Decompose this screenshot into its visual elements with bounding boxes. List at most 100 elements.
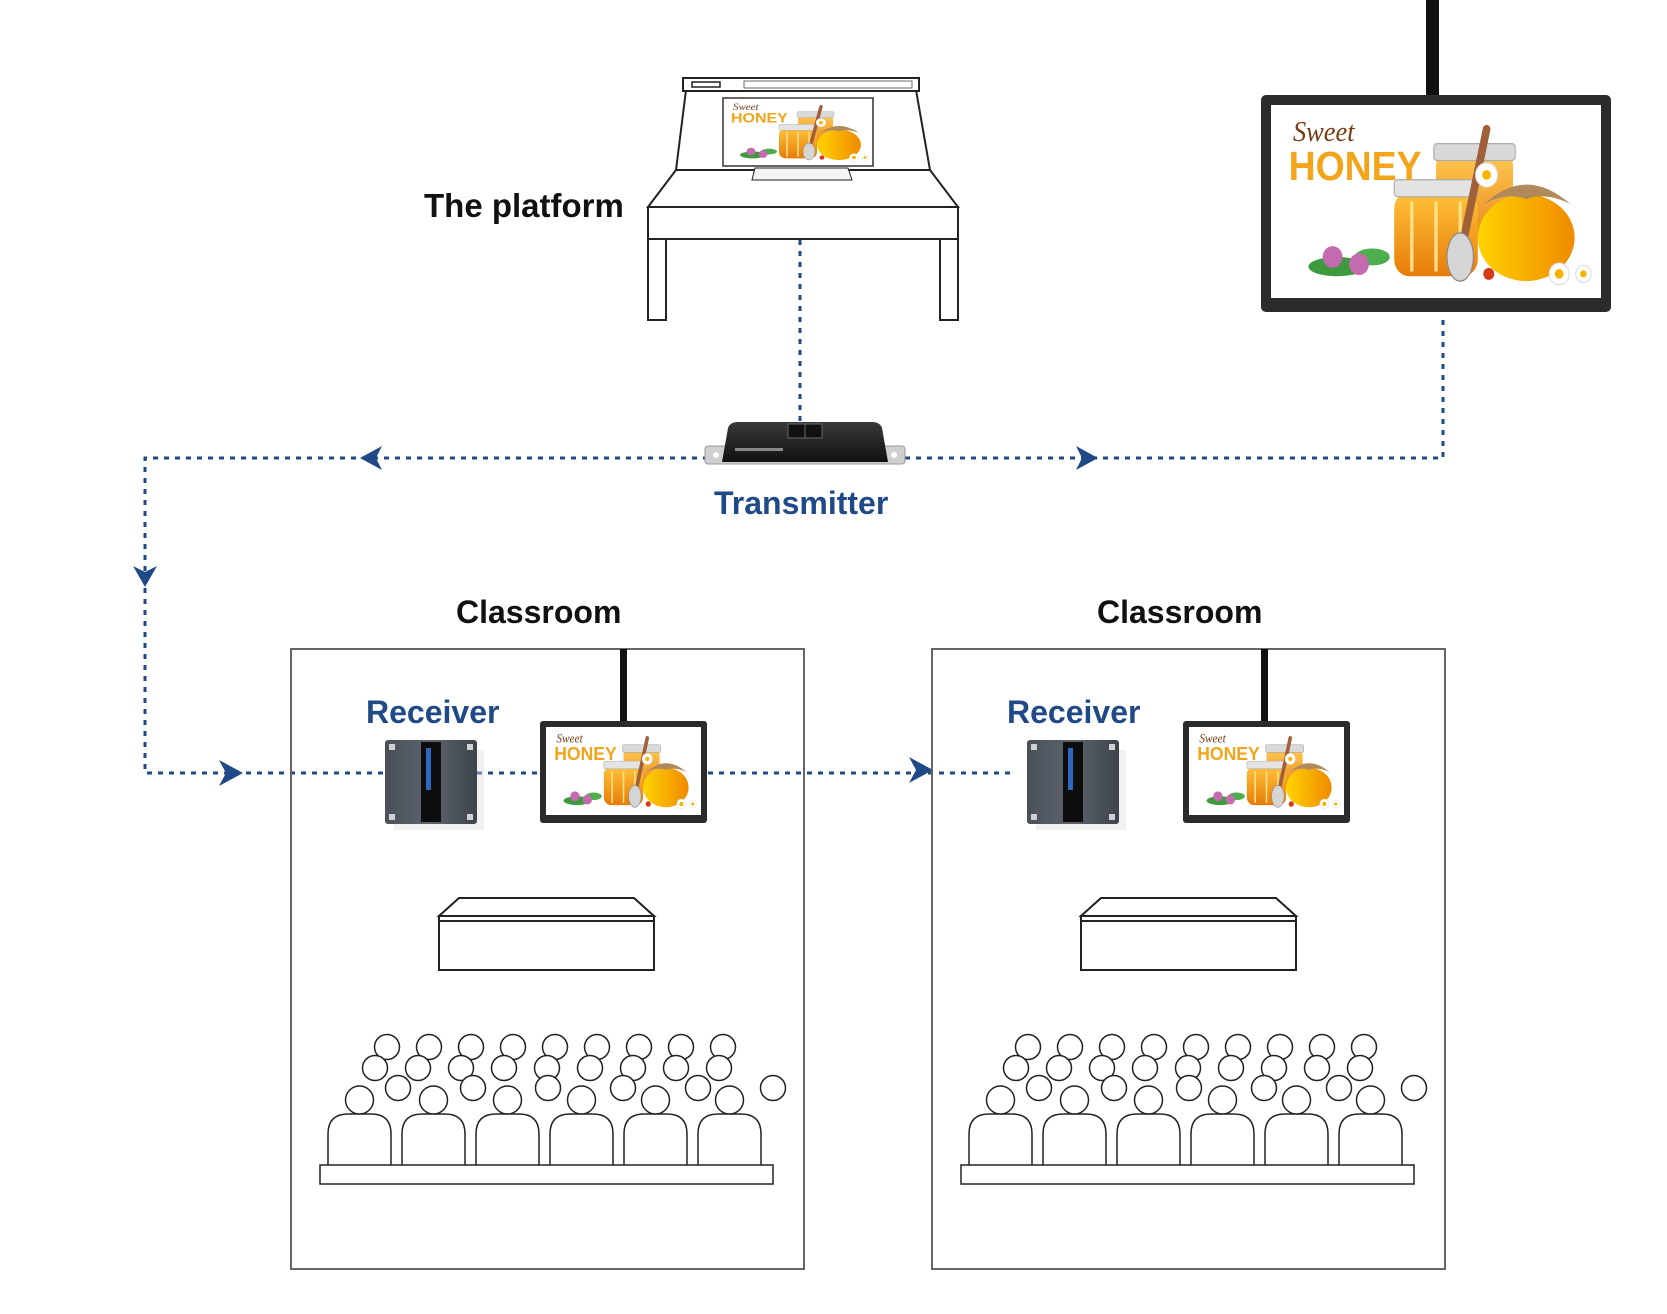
student-head <box>492 1085 523 1115</box>
receiver-device <box>385 740 484 830</box>
student-body <box>549 1113 614 1166</box>
student-head <box>418 1085 449 1115</box>
classroom-wall <box>290 648 805 1270</box>
student-head <box>1088 1054 1116 1082</box>
student-head <box>1400 1074 1428 1102</box>
student-head <box>662 1054 690 1082</box>
classroom-left: Receiver Sweet HONEY <box>290 648 805 1270</box>
ad-sweet-text: Sweet <box>556 732 583 745</box>
student-head <box>1025 1074 1053 1102</box>
student-head <box>404 1054 432 1082</box>
transmitter-label: Transmitter <box>714 485 888 521</box>
student-head <box>1250 1074 1278 1102</box>
student-bench <box>960 1164 1415 1185</box>
student-body <box>1190 1113 1255 1166</box>
student-head <box>415 1033 443 1061</box>
display-mount-pole <box>1426 0 1439 97</box>
student-head <box>566 1085 597 1115</box>
keyboard-icon <box>751 167 853 181</box>
ad-honey-text: HONEY <box>731 112 788 127</box>
classroom-wall <box>931 648 1446 1270</box>
ad-honey-text: HONEY <box>554 744 616 765</box>
ad-sweet-text: Sweet <box>1199 732 1226 745</box>
student-head <box>1325 1074 1353 1102</box>
student-body <box>1264 1113 1329 1166</box>
receiver-label: Receiver <box>366 694 499 730</box>
ad-sweet-text: Sweet <box>733 103 760 113</box>
classroom-label: Classroom <box>456 594 621 630</box>
arrow-right-icon <box>219 760 243 786</box>
student-head <box>1045 1054 1073 1082</box>
student-head <box>1281 1085 1312 1115</box>
lectern-leg-left <box>647 237 667 321</box>
display-mount-pole <box>620 649 627 724</box>
student-head <box>714 1085 745 1115</box>
student-head <box>1059 1085 1090 1115</box>
student-head <box>609 1074 637 1102</box>
teacher-desk <box>1078 897 1299 971</box>
student-head <box>1056 1033 1084 1061</box>
teacher-desk <box>436 897 657 971</box>
student-head <box>759 1074 787 1102</box>
arrow-left-icon <box>360 446 382 470</box>
student-head <box>1014 1033 1042 1061</box>
receiver-label: Receiver <box>1007 694 1140 730</box>
lectern-slot <box>691 81 721 88</box>
student-body <box>623 1113 688 1166</box>
classroom-display: Sweet HONEY <box>1183 721 1350 823</box>
student-head <box>1207 1085 1238 1115</box>
student-head <box>1133 1085 1164 1115</box>
connector-arrows <box>133 446 1098 786</box>
student-head <box>447 1054 475 1082</box>
audience <box>319 1033 787 1185</box>
student-head <box>1002 1054 1030 1082</box>
student-body <box>1042 1113 1107 1166</box>
receiver-device <box>1027 740 1126 830</box>
lectern-vent-grille <box>743 80 913 89</box>
student-body <box>1116 1113 1181 1166</box>
lectern-tabletop <box>647 206 959 240</box>
student-body <box>327 1113 392 1166</box>
lectern-leg-right <box>939 237 959 321</box>
student-head <box>985 1085 1016 1115</box>
student-head <box>1303 1054 1331 1082</box>
student-body <box>968 1113 1033 1166</box>
audience <box>960 1033 1428 1185</box>
student-head <box>490 1054 518 1082</box>
connector-transmitter-to-right-display <box>905 318 1445 460</box>
student-head <box>684 1074 712 1102</box>
student-head <box>373 1033 401 1061</box>
student-head <box>459 1074 487 1102</box>
student-head <box>1100 1074 1128 1102</box>
ad-honey-text: HONEY <box>1197 744 1259 765</box>
classroom-display: Sweet HONEY <box>540 721 707 823</box>
student-head <box>640 1085 671 1115</box>
classroom-label: Classroom <box>1097 594 1262 630</box>
classroom-right: Receiver Sweet HONEY <box>931 648 1446 1270</box>
arrow-right-icon <box>1076 446 1098 470</box>
arrow-right-icon <box>909 757 933 783</box>
student-head <box>384 1074 412 1102</box>
wall-display-main: Sweet HONEY <box>1261 0 1611 312</box>
student-head <box>1346 1054 1374 1082</box>
student-head <box>534 1074 562 1102</box>
student-head <box>576 1054 604 1082</box>
student-head <box>1175 1074 1203 1102</box>
arrow-down-icon <box>133 566 157 587</box>
student-head <box>705 1054 733 1082</box>
display-mount-pole <box>1261 649 1268 724</box>
student-bench <box>319 1164 774 1185</box>
ad-sweet-text: Sweet <box>1293 115 1356 147</box>
transmitter-device <box>704 422 906 465</box>
student-body <box>475 1113 540 1166</box>
student-head <box>1217 1054 1245 1082</box>
platform-label: The platform <box>424 187 624 224</box>
ad-honey-text: HONEY <box>1289 143 1422 189</box>
student-head <box>344 1085 375 1115</box>
student-body <box>401 1113 466 1166</box>
student-head <box>1355 1085 1386 1115</box>
student-body <box>697 1113 762 1166</box>
student-head <box>1131 1054 1159 1082</box>
student-body <box>1338 1113 1403 1166</box>
